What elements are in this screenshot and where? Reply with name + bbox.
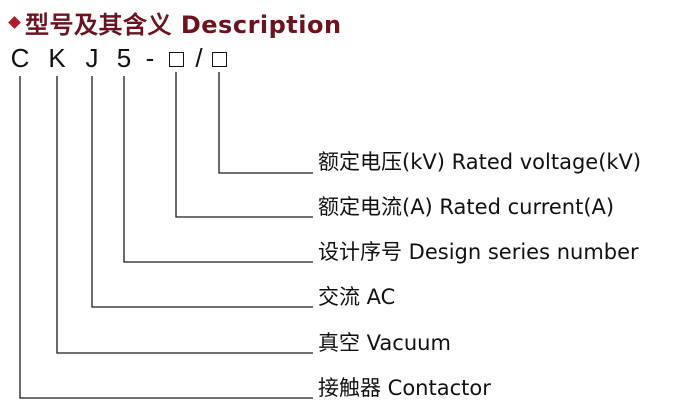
leader-line-contactor	[19, 76, 313, 399]
description-heading: 型号及其含义 Description	[8, 4, 342, 40]
leader-line-voltage	[218, 72, 313, 174]
leader-line-series	[123, 76, 313, 263]
code-char-j: J	[85, 43, 99, 73]
definition-design-series-number: 设计序号 Design series number	[318, 240, 639, 264]
code-char-c: C	[10, 43, 30, 73]
leader-line-vacuum	[56, 76, 313, 354]
definition-rated-current: 额定电流(A) Rated current(A)	[318, 195, 615, 219]
leader-line-ac	[91, 76, 313, 308]
definition-ac: 交流 AC	[318, 285, 396, 309]
heading-title: 型号及其含义 Description	[25, 10, 342, 39]
code-char-slash: /	[195, 43, 203, 73]
definition-vacuum: 真空 Vacuum	[318, 331, 451, 355]
leader-line-current	[175, 72, 313, 218]
code-placeholder-box-current	[169, 52, 184, 67]
code-char-5: 5	[116, 43, 132, 73]
definition-rated-voltage: 额定电压(kV) Rated voltage(kV)	[318, 150, 642, 174]
code-char-hyphen: -	[145, 43, 155, 73]
code-char-k: K	[48, 43, 66, 73]
definition-contactor: 接触器 Contactor	[318, 376, 491, 400]
code-placeholder-box-voltage	[212, 52, 227, 67]
